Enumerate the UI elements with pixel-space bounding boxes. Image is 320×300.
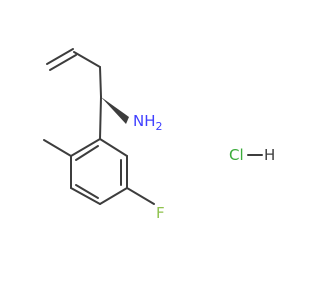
bond-methyl — [43, 139, 72, 157]
bond-vinyl-2 — [49, 54, 77, 71]
bond-vinyl-1 — [46, 48, 74, 65]
chlorine-label: Cl — [229, 146, 244, 164]
ring-bond-6 — [70, 138, 101, 157]
ring-inner-double-2 — [75, 184, 99, 199]
chemical-structure: NH2 F Cl H — [43, 48, 275, 222]
ring-bond-4 — [70, 187, 101, 205]
bond-ch2-to-stereocenter — [99, 66, 102, 98]
hcl-salt: Cl H — [229, 146, 275, 164]
bond-vinyl-to-ch2 — [73, 51, 101, 68]
vinyl-double-bond — [46, 48, 77, 71]
ring-inner-double-3 — [75, 145, 99, 161]
benzene-ring — [70, 138, 128, 205]
ring-bond-1 — [99, 138, 128, 157]
ring-bond-3 — [99, 187, 128, 205]
bond-stereocenter-to-ring — [99, 96, 102, 140]
wedge-bond-to-amine — [101, 97, 129, 124]
hydrogen-label: H — [264, 146, 275, 164]
fluorine-label: F — [156, 204, 165, 222]
bond-fluoro — [126, 187, 155, 205]
amine-label: NH2 — [133, 112, 163, 133]
